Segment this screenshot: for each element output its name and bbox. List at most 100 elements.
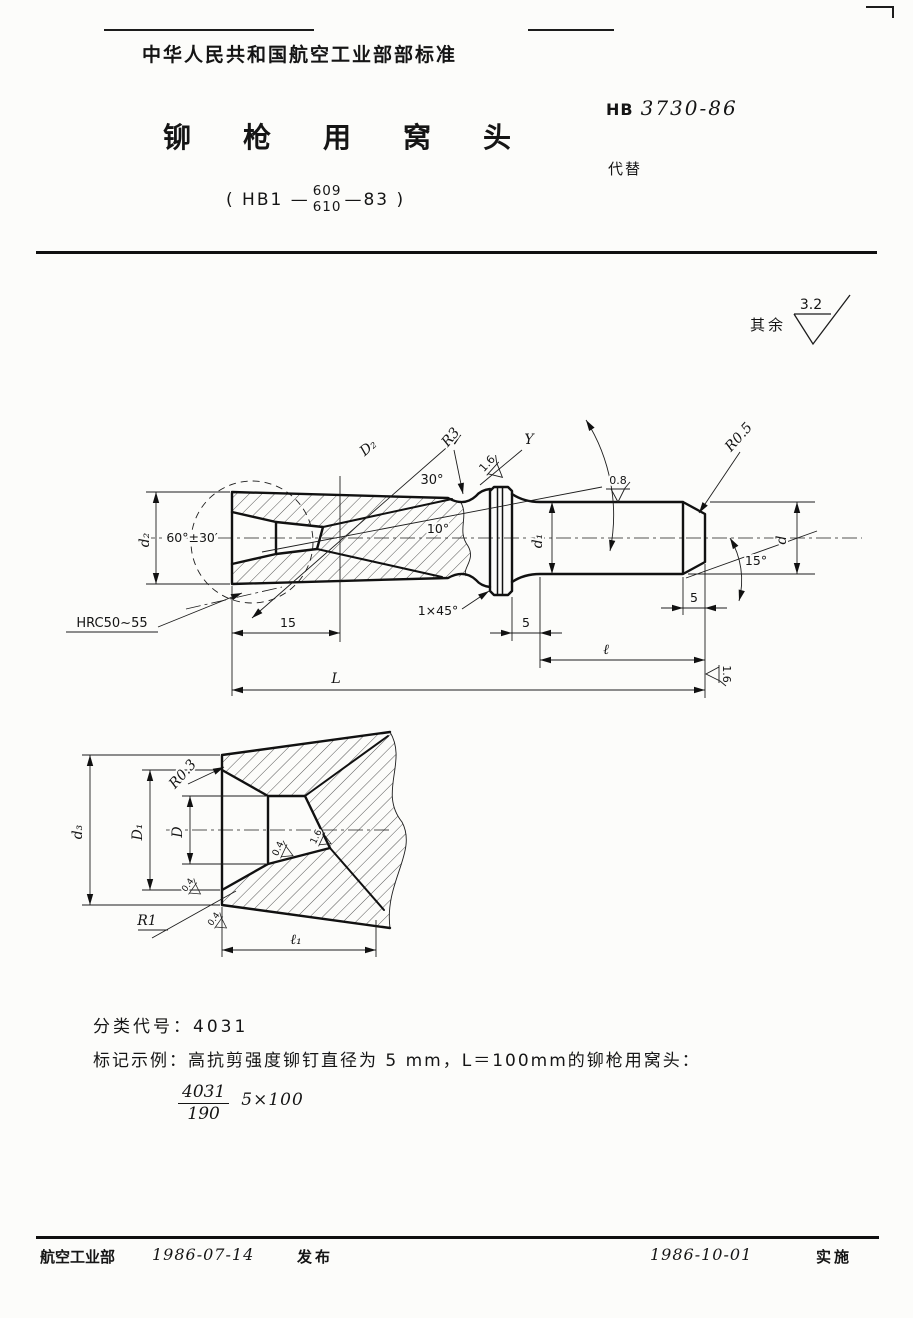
r1-leader <box>151 890 237 939</box>
classification-line: 分类代号：4031 <box>93 1012 248 1037</box>
radius-r1-label: R1 <box>136 913 156 929</box>
footer-implement-date: 1986-10-01 <box>650 1245 753 1264</box>
roughness-check-glyph <box>793 294 851 346</box>
designation-denominator: 190 <box>187 1104 220 1125</box>
dim-l-label: ℓ <box>603 642 609 658</box>
roughness-symbol-icon: 3.2 <box>793 294 851 346</box>
cone-angle-label: 60°±30′ <box>166 530 218 545</box>
D1-extension-lines <box>142 769 220 891</box>
header-divider <box>36 251 877 254</box>
break-line <box>459 500 471 577</box>
shaft-roughness-value: 0.8 <box>609 474 627 487</box>
radius-r03-label: R0.3 <box>165 757 200 793</box>
scan-artifact <box>104 29 314 31</box>
standard-code-prefix: HB <box>606 100 634 119</box>
detail-outline <box>220 730 392 930</box>
roughness-check-glyph <box>486 455 504 479</box>
old-code-open: ( HB1 — <box>226 189 310 210</box>
roughness-note-label: 其余 <box>750 316 787 334</box>
dim-label-d3: d₃ <box>70 824 86 839</box>
dim-label-D: D <box>170 826 186 838</box>
marking-example-description: 高抗剪强度铆钉直径为 5 mm，L＝100mm的铆枪用窝头： <box>188 1051 701 1071</box>
thirty-degree-arc <box>585 419 616 552</box>
dim-label-d2: d₂ <box>137 532 153 547</box>
footer-divider <box>36 1236 879 1239</box>
detail-section-hatching <box>222 732 407 928</box>
classification-value: 4031 <box>193 1017 249 1037</box>
document-title: 铆枪用窝头 <box>163 121 564 154</box>
end-roughness-symbol: 1.6 <box>705 663 735 687</box>
r3-leader <box>453 449 464 495</box>
designation-code: 4031 190 5×100 <box>178 1082 304 1125</box>
radius-r3-label: R3 <box>438 425 463 451</box>
d2-cone-dimension-line <box>251 434 462 619</box>
replaces-label: 代替 <box>608 160 643 178</box>
hardness-leader <box>157 592 243 628</box>
footer-implement-label: 实施 <box>816 1248 853 1266</box>
D-extension-lines <box>182 795 266 865</box>
marking-example-label: 标记示例： <box>93 1051 188 1071</box>
collar-outline <box>488 485 514 597</box>
old-code-bottom: 610 <box>312 198 342 215</box>
dim-label-d: d <box>774 535 790 544</box>
dim-15-label: 15 <box>280 615 296 630</box>
scan-artifact <box>892 6 894 18</box>
neck-roughness-value: 1.6 <box>476 453 497 475</box>
scan-artifact <box>528 29 614 31</box>
d2-extension-lines <box>146 491 230 585</box>
roughness-check-glyph <box>705 665 727 687</box>
roughness-check-glyph <box>280 840 294 859</box>
chamfer-leader <box>461 590 490 610</box>
hardness-datum-line <box>185 586 283 610</box>
dim-label-D2: D₂ <box>356 436 380 460</box>
standard-code-number: 3730-86 <box>640 96 738 120</box>
dim-label-d1: d₁ <box>530 534 546 549</box>
collar-groove-lines <box>496 488 504 594</box>
roughness-check-glyph <box>188 878 202 895</box>
footer-publish-label: 发布 <box>297 1248 334 1266</box>
scan-artifact <box>866 6 894 8</box>
tip-extension-lines <box>682 564 706 698</box>
angle-10-label: 10° <box>427 521 449 536</box>
ten-degree-line <box>261 486 603 553</box>
fifteen-degree-arc <box>729 537 745 602</box>
old-code-top: 609 <box>312 183 342 199</box>
end-roughness-value: 1.6 <box>720 665 733 683</box>
roughness-check-glyph <box>606 481 631 503</box>
old-code-numbers: 609 610 <box>312 183 342 215</box>
roughness-check-glyph <box>318 828 332 847</box>
r1-roughness-upper: 0.4 <box>179 875 202 896</box>
hardness-label: HRC50~55 <box>76 616 147 631</box>
classification-label: 分类代号： <box>93 1017 193 1037</box>
groove-extension-lines <box>511 577 541 668</box>
dim-L-label: L <box>330 671 340 687</box>
detail-cone-edges <box>304 735 389 911</box>
d3-extension-lines <box>82 754 220 906</box>
engineering-drawing: d₂ 60°±30′ D₂ 30° 10° R3 Y 1.6 0.8 R0.5 <box>66 418 862 957</box>
dim-l1-label: ℓ₁ <box>290 932 301 948</box>
shaft-roughness-symbol: 0.8 <box>606 472 631 503</box>
designation-size: 5×100 <box>241 1090 304 1110</box>
angle-30-label: 30° <box>420 473 443 488</box>
standard-code: HB 3730-86 <box>606 96 738 120</box>
r03-leader <box>187 766 225 785</box>
ministry-standard-line: 中华人民共和国航空工业部部标准 <box>142 44 458 66</box>
neck-roughness-symbol: 1.6 <box>474 451 504 479</box>
y-leader <box>479 449 523 486</box>
radius-r05-label: R0.5 <box>721 420 756 456</box>
footer-issuer: 航空工业部 <box>40 1248 116 1266</box>
marking-example-line: 标记示例：高抗剪强度铆钉直径为 5 mm，L＝100mm的铆枪用窝头： <box>93 1046 701 1071</box>
label-y: Y <box>524 432 535 448</box>
main-view: d₂ 60°±30′ D₂ 30° 10° R3 Y 1.6 0.8 R0.5 <box>66 418 862 698</box>
general-roughness-note: 其余 3.2 <box>750 292 855 350</box>
detail-view: d₃ D₁ D R0.3 0.4 1.6 R1 <box>68 730 407 957</box>
superseded-standard: ( HB1 — 609 610 —83 ) <box>226 183 406 215</box>
detail-break-line <box>388 731 407 929</box>
designation-fraction: 4031 190 <box>178 1082 230 1125</box>
chamfer-label: 1×45° <box>418 603 459 618</box>
roughness-note-value: 3.2 <box>800 297 822 313</box>
roughness-check-glyph <box>214 912 228 929</box>
dim-5-right-label: 5 <box>690 590 698 605</box>
old-code-close: —83 ) <box>344 189 406 210</box>
